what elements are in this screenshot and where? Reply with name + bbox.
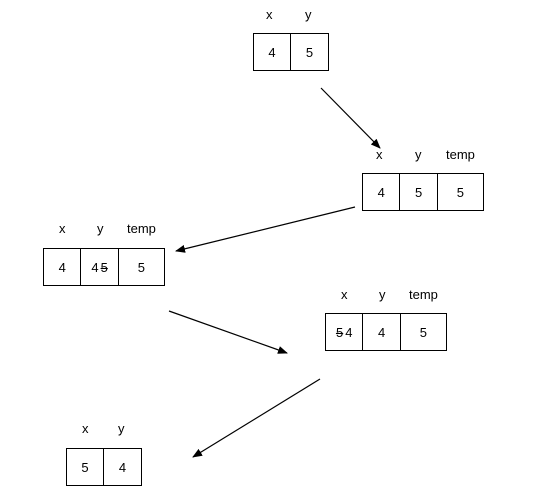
cell-x: 4 (363, 174, 401, 210)
header-y: y (379, 287, 386, 302)
cell-y: 4 (118, 459, 127, 475)
header-y: y (415, 147, 422, 162)
arrow-3 (168, 310, 288, 354)
new-value: 4 (345, 324, 353, 340)
header-x: x (82, 421, 89, 436)
cell-temp: 5 (456, 184, 465, 200)
header-x: x (376, 147, 383, 162)
header-y: y (97, 221, 104, 236)
variable-boxes: 4 5 5 (362, 173, 484, 211)
header-x: x (266, 7, 273, 22)
arrow-1 (320, 87, 381, 149)
header-temp: temp (127, 221, 156, 236)
variable-boxes: 4 5 (253, 33, 329, 71)
new-value: 4 (91, 259, 99, 275)
cell-temp: 5 (137, 259, 146, 275)
cell-y: 5 (305, 44, 314, 60)
header-y: y (305, 7, 312, 22)
arrow-2 (175, 206, 356, 253)
cell-x: 4 (44, 249, 82, 285)
crossed-out-old-value: 5 (100, 259, 108, 275)
arrow-4 (192, 378, 321, 458)
cell-y: 5 (400, 174, 438, 210)
cell-x: 5 (67, 449, 105, 485)
header-x: x (59, 221, 66, 236)
variable-boxes: 5 4 (66, 448, 142, 486)
cell-y: 4 (363, 314, 401, 350)
crossed-out-old-value: 5 (335, 324, 344, 340)
cell-x: 4 (254, 34, 292, 70)
cell-temp: 5 (419, 324, 428, 340)
header-y: y (118, 421, 125, 436)
header-x: x (341, 287, 348, 302)
header-temp: temp (446, 147, 475, 162)
header-temp: temp (409, 287, 438, 302)
